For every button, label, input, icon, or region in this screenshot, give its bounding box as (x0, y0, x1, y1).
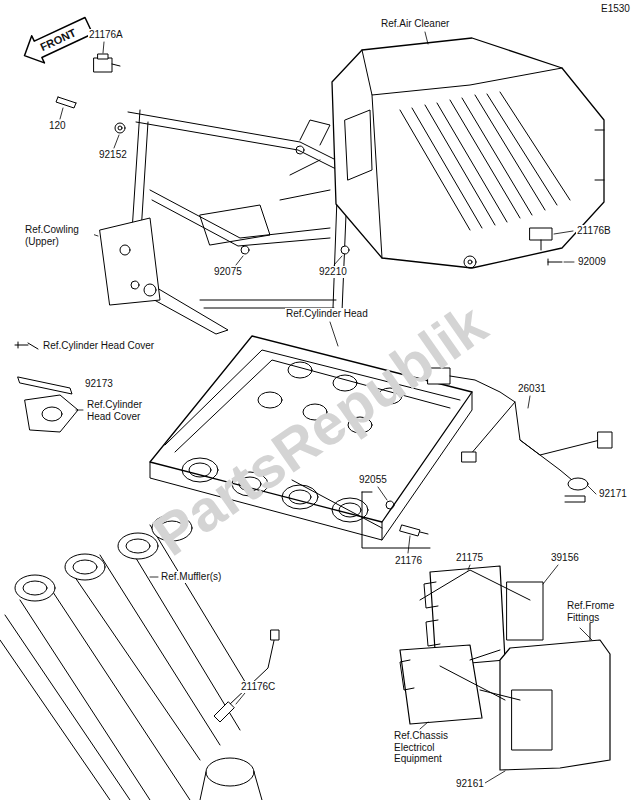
callout-number: 21176C (240, 681, 276, 693)
drawing-code: E1530 (600, 3, 631, 15)
callout-number: 120 (48, 120, 67, 132)
front-arrow (18, 12, 95, 69)
reference-label: Ref.Cylinder Head (285, 308, 369, 320)
exhaust-pipes (0, 515, 262, 800)
head-cover-parts (15, 342, 78, 432)
callout-number: 21176B (576, 225, 612, 237)
reference-label: Ref.Muffler(s) (160, 571, 222, 583)
wiring-harness (428, 368, 612, 502)
watermark: PartsRepublik (140, 290, 499, 569)
callout-number: 92152 (98, 149, 128, 161)
reference-label: Ref.Cylinder Head Cover (86, 399, 158, 422)
reference-label: Ref.Cowling (Upper) (24, 224, 94, 247)
reference-label: Ref.Chassis Electricol Equipment (393, 730, 465, 765)
callout-number: 21176A (88, 29, 124, 41)
reference-label: Ref.Cylinder Head Cover (42, 340, 155, 352)
callout-number: 92009 (577, 256, 607, 268)
cowling-stay-frame (100, 110, 349, 334)
callout-number: 21176 (394, 555, 423, 567)
leader-lines (60, 32, 596, 783)
front-arrow-label: FRONT (37, 26, 78, 54)
callout-number: 92173 (84, 378, 114, 390)
oxygen-sensor (214, 630, 279, 722)
callout-number: 21175 (455, 552, 484, 564)
callout-number: 39156 (550, 552, 580, 564)
reference-label: Ref.Frome Fittings (566, 600, 634, 623)
callout-number: 92210 (318, 266, 348, 278)
callout-number: 92171 (598, 488, 628, 500)
callout-number: 26031 (517, 383, 547, 395)
reference-label: Ref.Air Cleaner (380, 18, 450, 30)
water-temp-sensor (292, 480, 430, 548)
callout-number: 92161 (455, 778, 485, 790)
callout-number: 92055 (358, 474, 388, 486)
callout-number: 92075 (213, 266, 243, 278)
air-cleaner-housing (332, 38, 604, 268)
